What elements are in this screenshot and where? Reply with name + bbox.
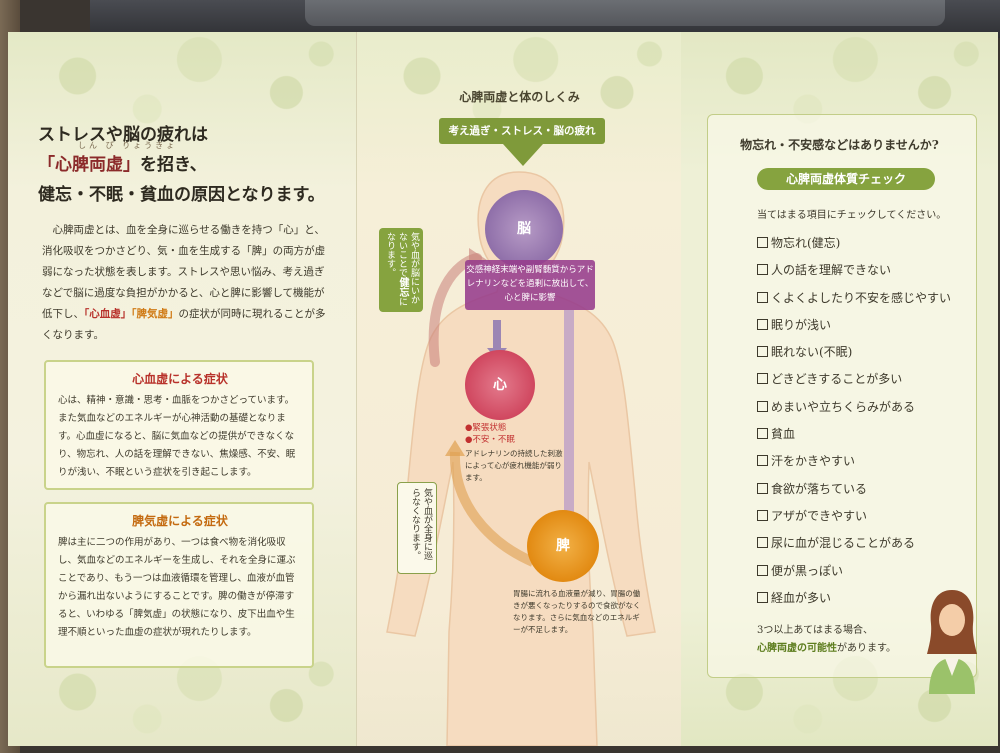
intro-emphasis-shinkekkyo: 「心血虚」: [84, 308, 132, 320]
arrow-spleen-heart-head: [445, 440, 465, 456]
checklist-item-label: 汗をかきやすい: [771, 454, 856, 469]
circulation-tag: 気や血が全身に巡らなくなります。: [397, 482, 437, 574]
heart-circle: 心: [465, 350, 535, 420]
checklist-item[interactable]: 経血が多い: [757, 585, 977, 612]
brochure: ストレスや脳の疲れは 「心脾両虚」を招き、 健忘・不眠・貧血の原因となります。 …: [8, 32, 998, 746]
checklist-item[interactable]: 尿に血が混じることがある: [757, 530, 977, 557]
middle-panel: 心脾両虚と体のしくみ 考え過ぎ・ストレス・脳の疲れ 脳 交感神経末端や副腎髄質か…: [356, 32, 683, 746]
trigger-arrow-icon: [503, 144, 543, 166]
checkbox-icon[interactable]: [757, 373, 768, 385]
floral-decoration-bottom: [8, 656, 356, 746]
checkbox-icon[interactable]: [757, 509, 768, 521]
checklist-item-label: 物忘れ(健忘): [771, 236, 841, 250]
checklist-item[interactable]: どきどきすることが多い: [757, 366, 977, 393]
checklist-result-emphasis: 心脾両虚の可能性: [757, 643, 837, 654]
checklist-item-label: 便が黒っぽい: [771, 563, 844, 578]
checkbox-icon[interactable]: [757, 237, 768, 248]
checkbox-icon[interactable]: [757, 291, 768, 303]
shinkekkyo-title: 心血虚による症状: [132, 372, 228, 386]
laptop-hinge: [305, 0, 945, 26]
heart-status-tension: ●緊張状態: [465, 423, 507, 433]
checklist-result: 3つ以上あてはまる場合、 心脾両虚の可能性があります。: [757, 622, 937, 658]
checklist-item[interactable]: 物忘れ(健忘): [757, 230, 977, 257]
checkbox-icon[interactable]: [757, 318, 768, 330]
checklist-item-label: 尿に血が混じることがある: [771, 536, 916, 551]
shinkekkyo-box: 心血虚による症状 心は、精神・意識・思考・血脈をつかさどっています。また気血など…: [44, 360, 314, 490]
checklist-item[interactable]: くよくよしたり不安を感じやすい: [757, 285, 977, 312]
checklist-item-label: 食欲が落ちている: [771, 481, 868, 496]
headline-line1: ストレスや脳の疲れは: [38, 125, 208, 145]
laptop-edge: [90, 0, 1000, 38]
checklist-item-label: どきどきすることが多い: [771, 372, 903, 387]
checklist-item[interactable]: アザができやすい: [757, 503, 977, 530]
checklist-instruction: 当てはまる項目にチェックしてください。: [757, 210, 947, 221]
checklist-item[interactable]: 眠りが浅い: [757, 312, 977, 339]
floral-decoration: [8, 32, 356, 142]
checkbox-icon[interactable]: [757, 428, 768, 440]
checklist-result-line1: 3つ以上あてはまる場合、: [757, 625, 873, 636]
checklist-item-label: 経血が多い: [771, 590, 832, 605]
checklist-item-label: アザができやすい: [771, 508, 868, 523]
checklist-result-end: があります。: [837, 643, 896, 654]
checklist: 物忘れ(健忘) 人の話を理解できない くよくよしたり不安を感じやすい 眠りが浅い…: [757, 230, 977, 612]
forgetfulness-tag-text: 気や血が脳にいかないことで: [397, 232, 419, 304]
checkbox-icon[interactable]: [757, 591, 768, 603]
hikikyo-title: 脾気虚による症状: [132, 514, 228, 528]
intro-emphasis-hikikyo: 「脾気虚」: [131, 308, 179, 320]
forgetfulness-tag-end: になります。: [385, 232, 407, 306]
body-silhouette: [386, 171, 656, 746]
checklist-item[interactable]: 汗をかきやすい: [757, 448, 977, 475]
checklist-item[interactable]: 便が黒っぽい: [757, 558, 977, 585]
checklist-item[interactable]: 眠れない(不眠): [757, 339, 977, 366]
heart-status: ●緊張状態 ●不安・不眠: [465, 422, 565, 446]
headline-line2: 「心脾両虚」を招き、: [38, 150, 338, 180]
headline-line3: 健忘・不眠・貧血の原因となります。: [38, 185, 325, 205]
checklist-item-label: 人の話を理解できない: [771, 263, 892, 278]
checkbox-icon[interactable]: [757, 482, 768, 494]
checkbox-icon[interactable]: [757, 264, 768, 276]
spleen-note: 胃腸に流れる血液量が減り、胃腸の働きが悪くなったりするので食欲がなくなります。さ…: [513, 589, 641, 634]
checklist-item-label: 眠れない(不眠): [771, 345, 853, 360]
right-panel: 物忘れ・不安感などはありませんか? 心脾両虚体質チェック 当てはまる項目にチェッ…: [681, 32, 998, 746]
intro-text-end: の症状が同時に現れることが多くなります。: [42, 308, 326, 341]
checklist-item-label: めまいや立ちくらみがある: [771, 399, 916, 414]
checklist-item-label: 貧血: [771, 427, 796, 442]
forgetfulness-tag: 気や血が脳にいかないことで健忘になります。: [379, 228, 423, 312]
checklist-item[interactable]: 貧血: [757, 421, 977, 448]
checkbox-icon[interactable]: [757, 455, 768, 467]
intro-paragraph: 心脾両虚とは、血を全身に巡らせる働きを持つ「心」と、消化吸収をつかさどり、気・血…: [42, 220, 334, 346]
intro-text: 心脾両虚とは、血を全身に巡らせる働きを持つ「心」と、消化吸収をつかさどり、気・血…: [42, 224, 326, 320]
checklist-frame: [707, 114, 977, 678]
headline-ruby: しん ぴ りょうきょ: [78, 141, 178, 150]
checklist-item[interactable]: めまいや立ちくらみがある: [757, 394, 977, 421]
trigger-banner: 考え過ぎ・ストレス・脳の疲れ: [439, 118, 605, 144]
checklist-item[interactable]: 人の話を理解できない: [757, 257, 977, 284]
checkbox-icon[interactable]: [757, 400, 768, 412]
forgetfulness-tag-emphasis: 健忘: [397, 277, 408, 297]
checkbox-icon[interactable]: [757, 537, 768, 549]
arrow-spleen-heart: [449, 451, 536, 567]
checkbox-icon[interactable]: [757, 346, 768, 358]
woman-illustration-icon: [927, 590, 977, 694]
headline-line2-rest: を招き、: [140, 155, 207, 175]
sympathetic-box: 交感神経末端や副腎髄質からアドレナリンなどを過剰に放出して、心と脾に影響: [465, 260, 595, 310]
headline-emphasis: 「心脾両虚」: [38, 155, 140, 175]
checklist-item-label: くよくよしたり不安を感じやすい: [771, 290, 952, 305]
shinkekkyo-body: 心は、精神・意識・思考・血脈をつかさどっています。また気血などのエネルギーが心神…: [58, 395, 296, 478]
checklist-question: 物忘れ・不安感などはありませんか?: [740, 138, 939, 152]
hikikyo-box: 脾気虚による症状 脾は主に二つの作用があり、一つは食べ物を消化吸収し、気血などの…: [44, 502, 314, 668]
heart-status-anxiety: ●不安・不眠: [465, 435, 515, 445]
spleen-circle: 脾: [527, 510, 599, 582]
heart-note: アドレナリンの持続した刺激によって心が疲れ機能が弱ります。: [465, 449, 563, 482]
checklist-title: 心脾両虚体質チェック: [757, 168, 935, 190]
diagram-title: 心脾両虚と体のしくみ: [459, 90, 580, 104]
checklist-result-line2: 心脾両虚の可能性があります。: [757, 640, 937, 658]
hikikyo-body: 脾は主に二つの作用があり、一つは食べ物を消化吸収し、気血などのエネルギーを生成し…: [58, 537, 296, 638]
headline: ストレスや脳の疲れは 「心脾両虚」を招き、 健忘・不眠・貧血の原因となります。: [38, 120, 338, 210]
checkbox-icon[interactable]: [757, 564, 768, 576]
brain-circle: 脳: [485, 190, 563, 268]
left-panel: ストレスや脳の疲れは 「心脾両虚」を招き、 健忘・不眠・貧血の原因となります。 …: [8, 32, 356, 746]
checklist-item[interactable]: 食欲が落ちている: [757, 476, 977, 503]
checklist-item-label: 眠りが浅い: [771, 317, 832, 332]
